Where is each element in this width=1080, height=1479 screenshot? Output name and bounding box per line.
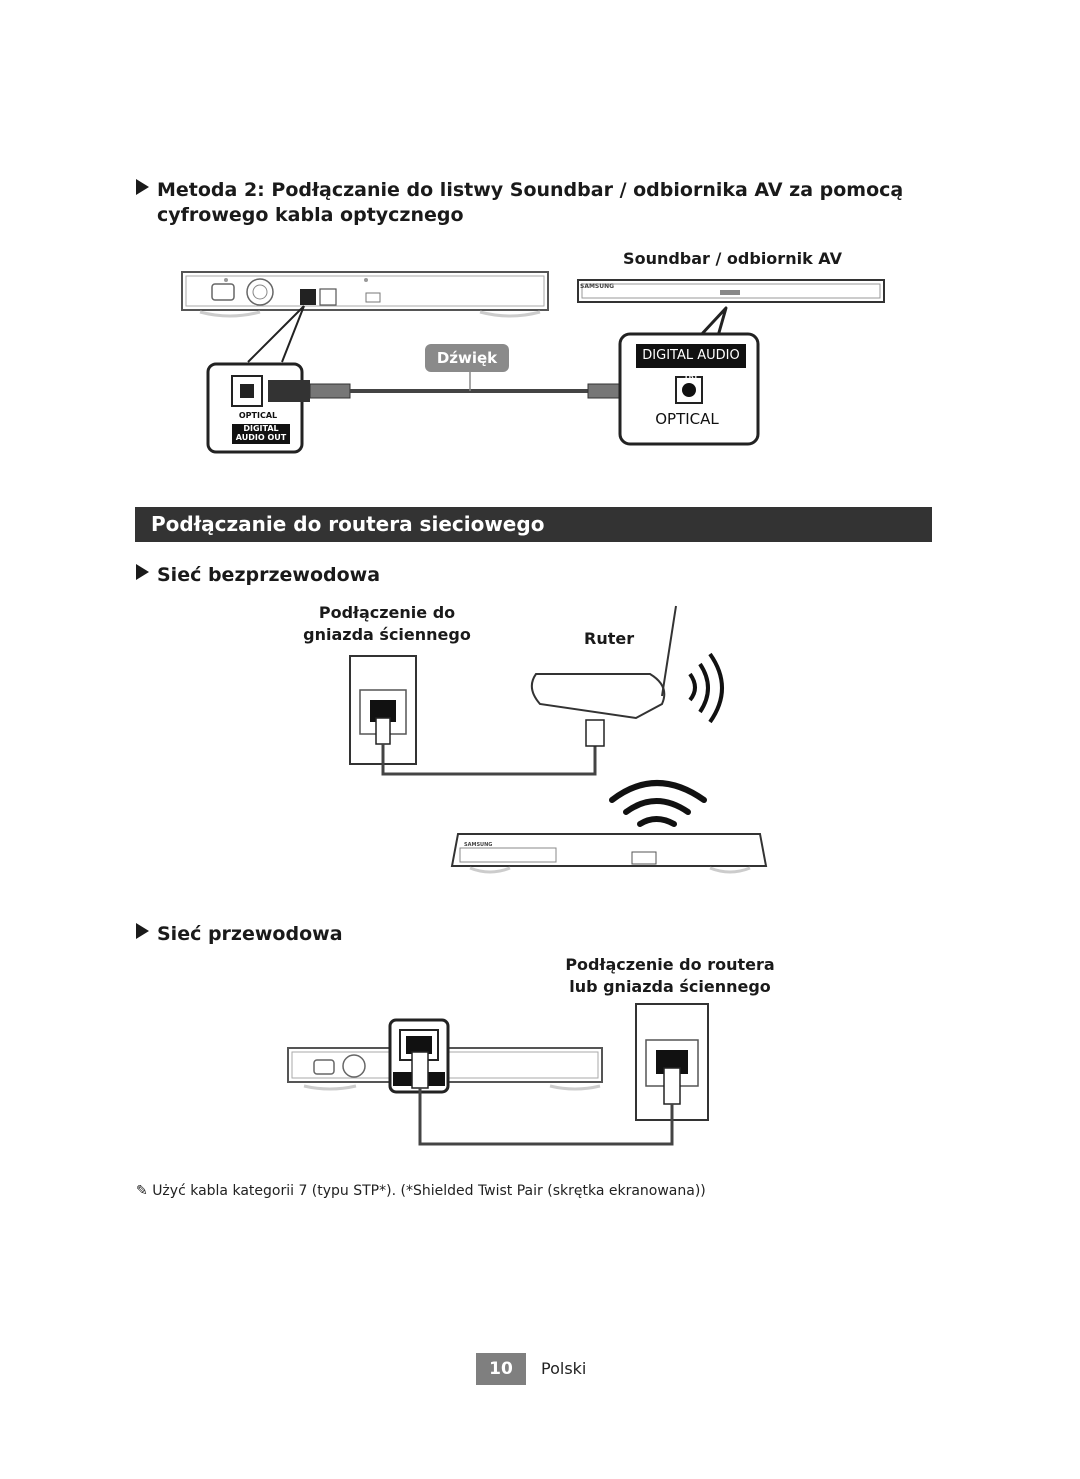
ethernet-cable bbox=[381, 744, 597, 776]
audio-tag: Dźwięk bbox=[425, 344, 509, 372]
triangle-bullet-icon bbox=[136, 564, 149, 580]
optical-connection-diagram bbox=[181, 271, 885, 454]
wired-heading: Sieć przewodowa bbox=[136, 922, 343, 947]
blu-ray-player-front bbox=[450, 833, 768, 874]
digital-audio-out-line-2: AUDIO OUT bbox=[235, 433, 287, 442]
digital-audio-out-line-1: DIGITAL bbox=[243, 424, 279, 433]
soundbar-device bbox=[577, 279, 885, 303]
page-language: Polski bbox=[541, 1359, 587, 1378]
router-device bbox=[530, 605, 677, 720]
optical-in-label: OPTICAL bbox=[655, 410, 719, 428]
router-or-wall-label: Podłączenie do routera lub gniazda ścien… bbox=[565, 955, 775, 996]
triangle-bullet-icon bbox=[136, 179, 149, 195]
player-rear-panel bbox=[181, 271, 549, 318]
cable-note-text: Użyć kabla kategorii 7 (typu STP*). (*Sh… bbox=[152, 1183, 706, 1199]
wireless-heading-text: Sieć bezprzewodowa bbox=[157, 564, 381, 586]
wireless-heading: Sieć bezprzewodowa bbox=[136, 563, 380, 588]
section-banner: Podłączanie do routera sieciowego bbox=[135, 507, 932, 542]
wifi-icon bbox=[609, 780, 707, 827]
player-brand-label: SAMSUNG bbox=[464, 842, 493, 848]
wall-socket-label: Podłączenie do gniazda ściennego bbox=[303, 603, 471, 644]
digital-audio-out-label: DIGITAL AUDIO OUT bbox=[232, 424, 290, 442]
soundbar-brand-label: SAMSUNG bbox=[580, 283, 615, 290]
pencil-icon: ✎ bbox=[136, 1183, 148, 1199]
section-heading-optical: Metoda 2: Podłączanie do listwy Soundbar… bbox=[136, 178, 936, 228]
digital-audio-in-label: DIGITAL AUDIO IN bbox=[642, 348, 740, 387]
section-heading-text: Metoda 2: Podłączanie do listwy Soundbar… bbox=[157, 179, 904, 226]
wired-heading-text: Sieć przewodowa bbox=[157, 923, 343, 945]
cable-note: ✎ Użyć kabla kategorii 7 (typu STP*). (*… bbox=[136, 1181, 936, 1201]
page-number: 10 bbox=[476, 1353, 526, 1385]
wall-socket-wired bbox=[635, 1003, 709, 1121]
optical-out-label: OPTICAL bbox=[238, 411, 278, 420]
router-label: Ruter bbox=[584, 629, 635, 648]
soundbar-label: Soundbar / odbiornik AV bbox=[623, 249, 842, 268]
router-wifi-icon bbox=[688, 652, 724, 724]
optical-plug-left bbox=[268, 380, 310, 402]
wired-network-diagram bbox=[287, 1003, 709, 1146]
ethernet-cable-wired bbox=[418, 1088, 674, 1146]
optical-in-callout bbox=[618, 332, 760, 446]
lan-port-callout bbox=[388, 1018, 450, 1094]
wireless-network-diagram bbox=[349, 605, 768, 874]
triangle-bullet-icon bbox=[136, 923, 149, 939]
